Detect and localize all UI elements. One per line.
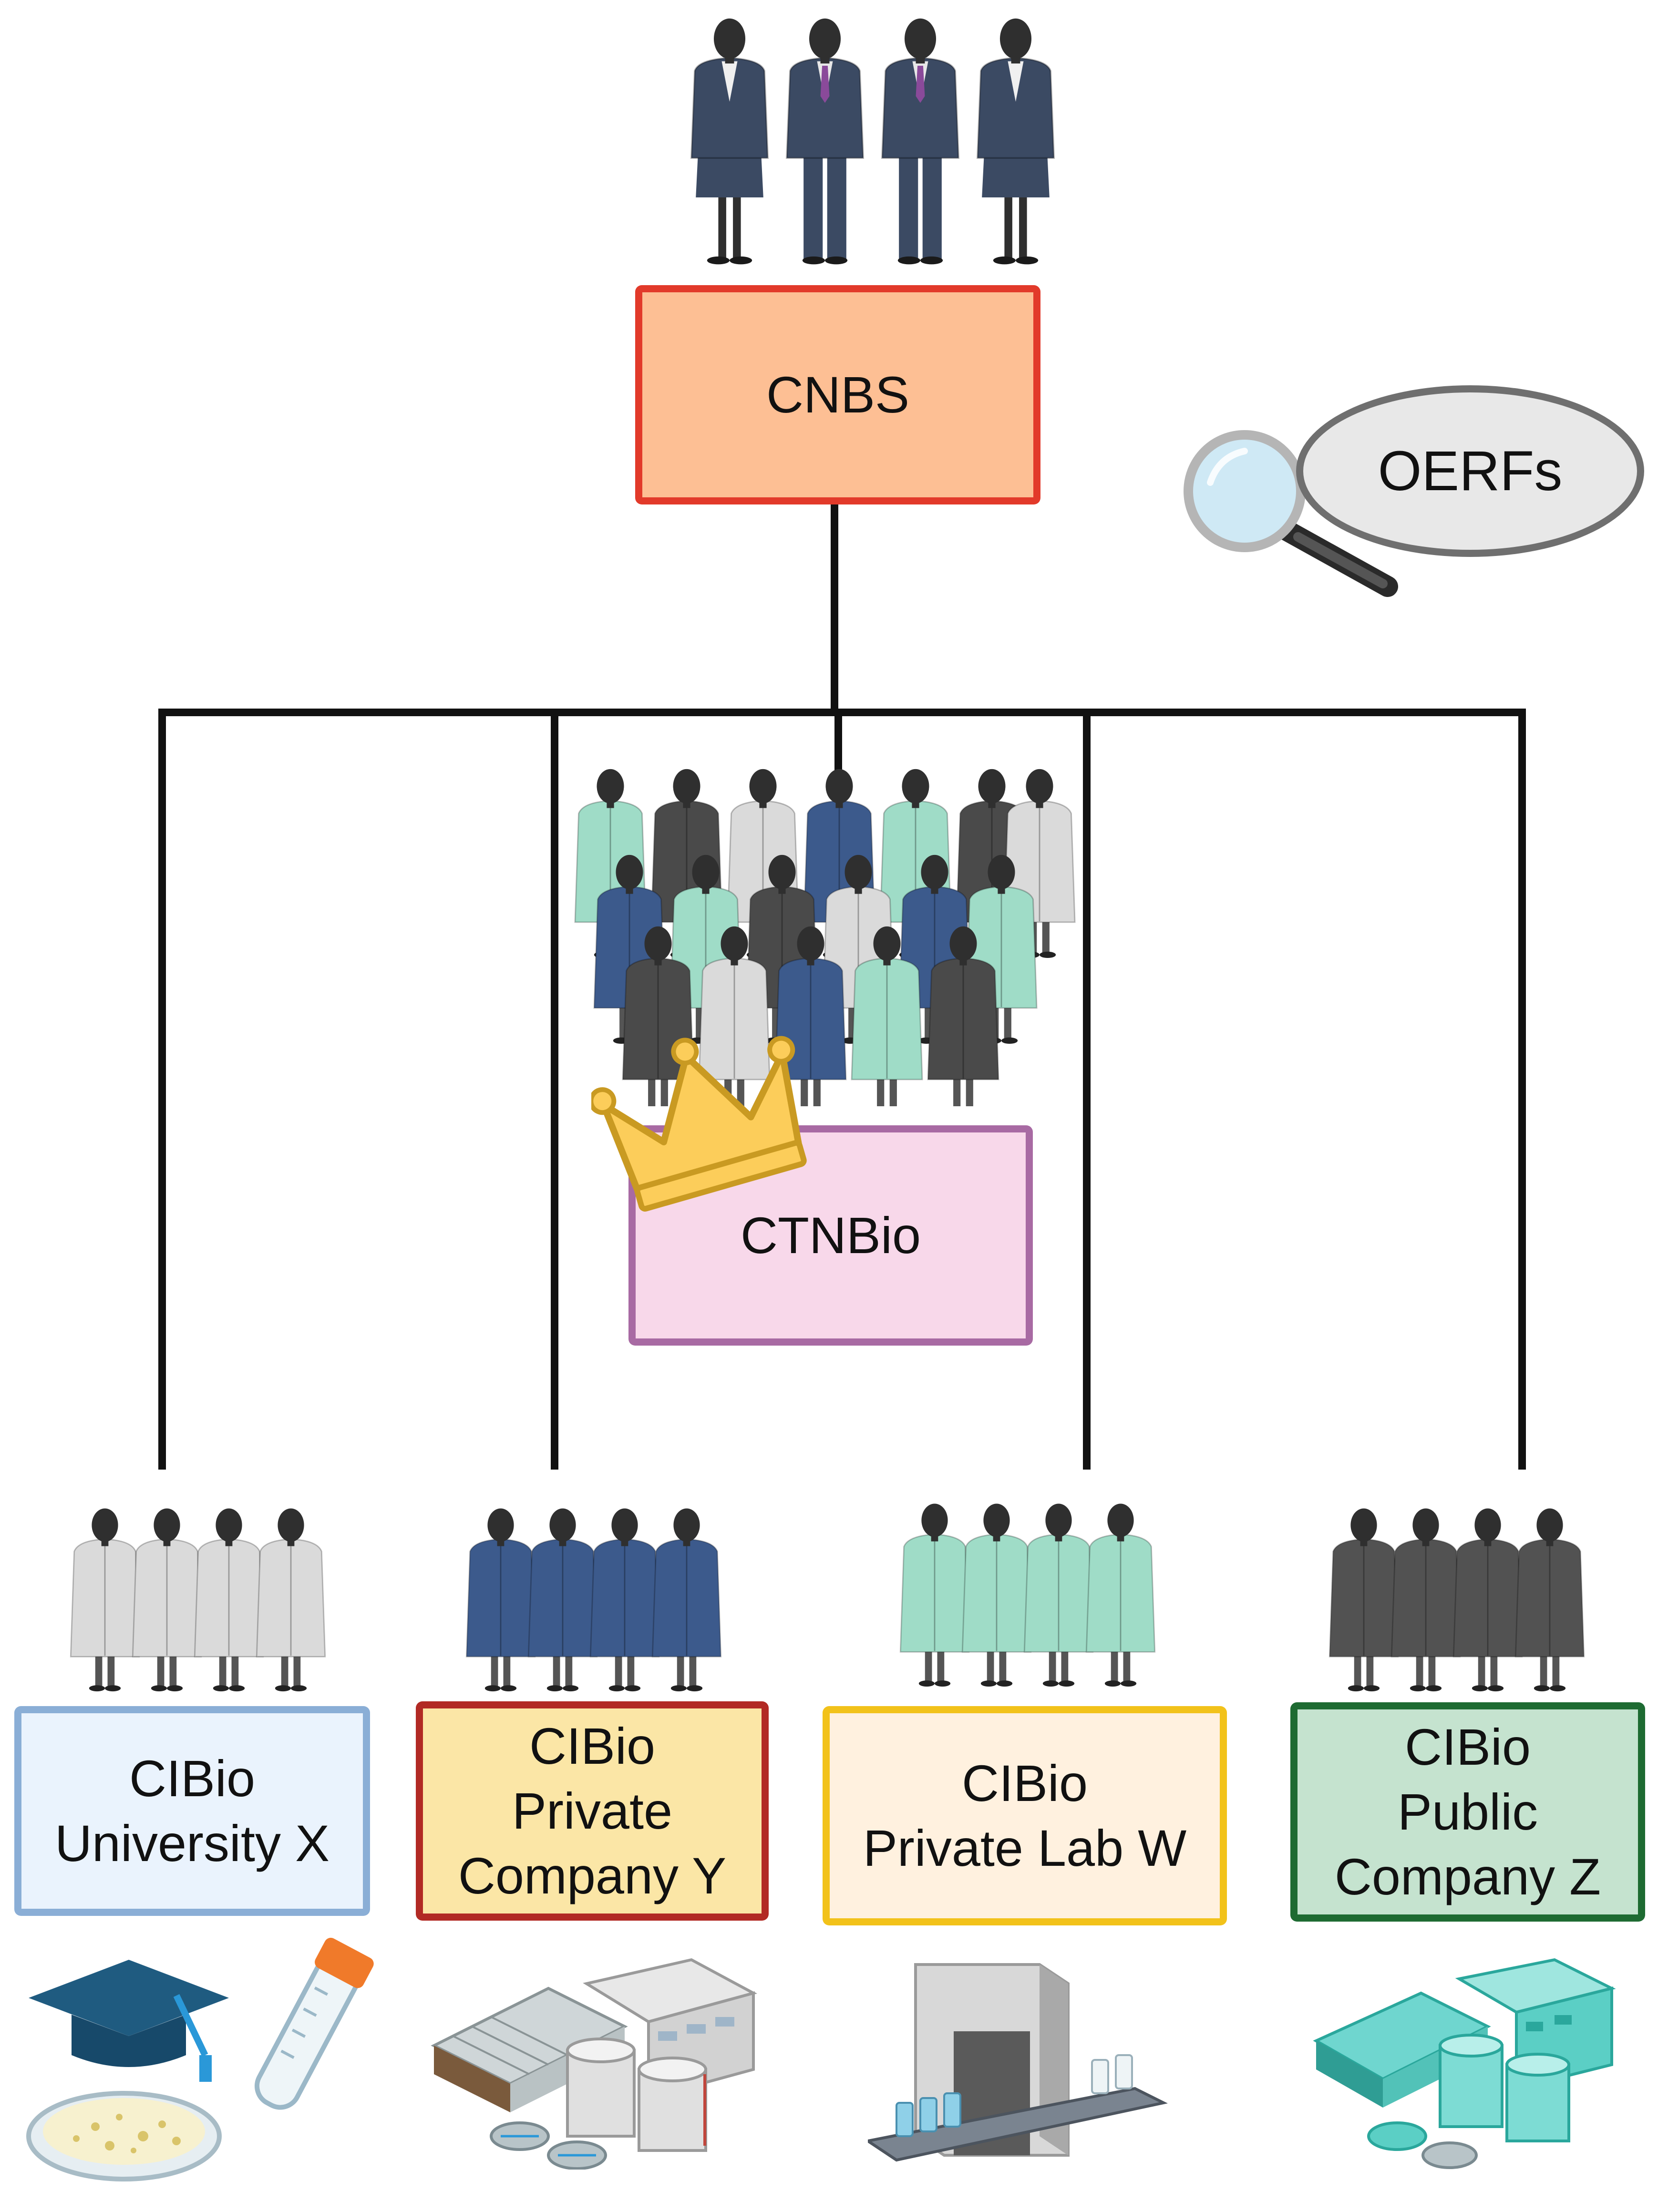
scientist-figure [132,1508,202,1692]
cibio-line: CIBio [1404,1718,1531,1776]
scientist-figure [1328,1508,1399,1692]
greenhouse-factory-icon [1313,1958,1616,2169]
cibio-university-box: CIBio University X [14,1706,370,1916]
lab-conveyor-icon [868,1963,1168,2162]
cnbs-label: CNBS [766,366,910,423]
scientist-figure [465,1508,536,1692]
graduation-cap-icon [29,1960,229,2082]
ctnbio-label: CTNBio [740,1206,921,1264]
scientist-group-icon [70,1508,326,1692]
scientist-group-icon [899,1503,1156,1687]
cibio-line: Company Y [458,1847,727,1904]
university-icons [26,1937,374,2181]
scientist-figure [698,926,771,1106]
scientist-figure [851,926,923,1106]
scientist-figure [70,1508,140,1692]
cibio-line: CIBio [129,1749,256,1807]
scientist-figure [256,1508,326,1692]
business-person-figure [976,18,1055,265]
business-person-figure [785,18,865,265]
test-tube-icon [254,1937,374,2110]
crown-icon [591,1036,807,1212]
cibio-public-company-box: CIBio Public Company Z [1290,1702,1645,1922]
scientist-group-icon [1328,1508,1585,1692]
business-person-figure [690,18,769,265]
scientist-group-icon [465,1508,722,1692]
scientist-figure [1452,1508,1523,1692]
cibio-line: University X [54,1814,330,1872]
scientist-figure [899,1503,970,1687]
cibio-line: Private [512,1782,673,1840]
cibio-line: CIBio [529,1717,656,1775]
oerfs-ellipse: OERFs [1296,385,1644,557]
scientist-figure [1390,1508,1461,1692]
oerfs-label: OERFs [1378,440,1563,503]
cibio-line: Private Lab W [863,1819,1187,1877]
cibio-line: CIBio [961,1754,1088,1812]
petri-dish-icon [26,2091,222,2181]
cibio-private-lab-box: CIBio Private Lab W [823,1706,1227,1925]
scientist-figure [1514,1508,1585,1692]
cibio-line: Company Z [1334,1848,1601,1905]
scientist-figure [589,1508,660,1692]
scientist-figure [1023,1503,1094,1687]
scientist-figure [194,1508,264,1692]
scientist-figure [927,926,999,1106]
scientist-figure [651,1508,722,1692]
greenhouse-factory-icon [431,1958,758,2170]
scientist-figure [527,1508,598,1692]
cibio-line: Public [1397,1783,1538,1841]
scientist-figure [961,1503,1032,1687]
business-people-icon [690,18,1055,265]
business-person-figure [881,18,960,265]
scientist-figure [1085,1503,1156,1687]
cnbs-box: CNBS [635,285,1040,504]
scientist-group-icon [574,769,1076,1106]
cibio-private-company-box: CIBio Private Company Y [416,1701,769,1921]
